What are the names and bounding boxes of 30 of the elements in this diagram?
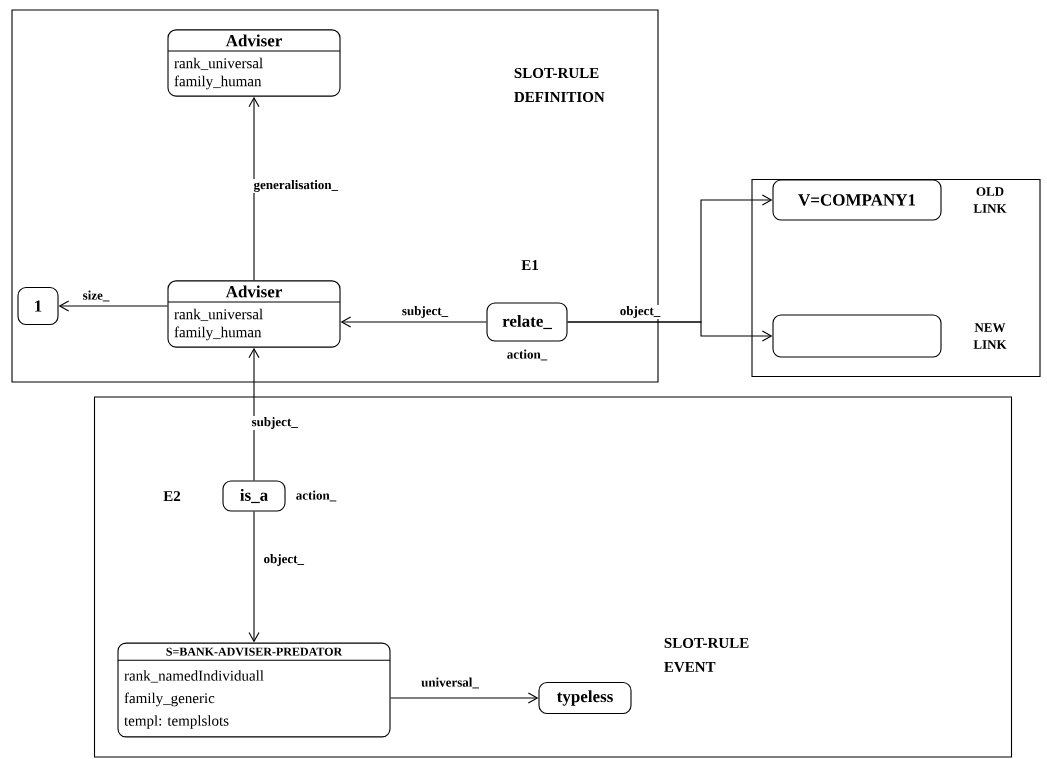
edge-label: subject_ [400, 305, 450, 319]
side-text: action_ [296, 490, 337, 502]
class-box: S=BANK-ADVISER-PREDATOR rank_namedIndividuall family_generic templ: templslots [117, 642, 391, 738]
arrow [390, 692, 539, 704]
arrow [340, 316, 487, 328]
side-text: NEW LINK [973, 323, 1007, 349]
edge-label: size_ [81, 289, 111, 303]
rounded-box: relate_ [486, 302, 568, 342]
rounded-box [772, 314, 942, 358]
side-text: E1 [521, 260, 538, 270]
edge-label: object_ [618, 305, 662, 319]
rounded-box: is_a [222, 480, 286, 512]
side-text: action_ [507, 349, 548, 361]
rounded-box: typeless [538, 681, 632, 715]
edge-label: object_ [262, 553, 305, 567]
arrow [567, 321, 773, 342]
edge-label: generalisation_ [252, 179, 340, 193]
arrow [248, 347, 260, 481]
rounded-box: V=COMPANY1 [772, 179, 942, 221]
side-text: E2 [163, 491, 181, 501]
edge-label: subject_ [250, 416, 299, 430]
side-text: OLD LINK [973, 187, 1007, 213]
arrow [248, 96, 260, 281]
arrow [58, 300, 168, 312]
arrow [248, 511, 260, 643]
edge-label: universal_ [420, 676, 480, 690]
class-box: Adviser rank_universal family_human [167, 280, 341, 348]
rounded-box: 1 [17, 286, 59, 326]
panel-frame [751, 178, 1041, 378]
class-box: Adviser rank_universal family_human [167, 29, 341, 97]
